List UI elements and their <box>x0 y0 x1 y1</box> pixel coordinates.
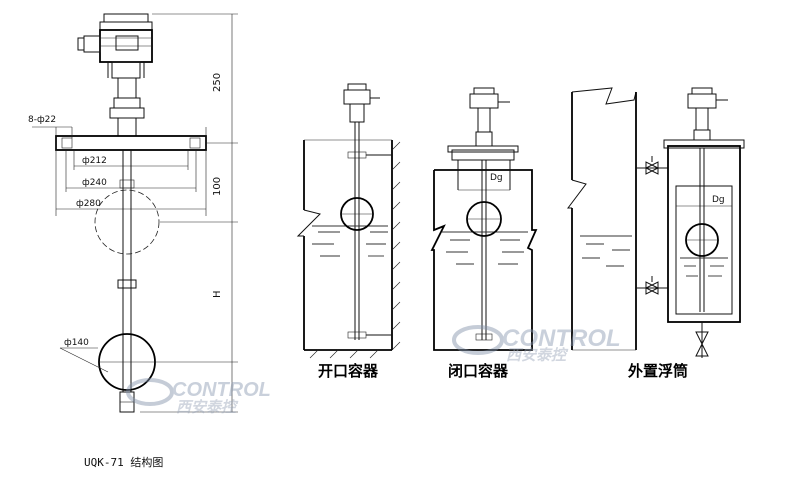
dim-flange-holes: 8-ф22 <box>28 115 56 125</box>
dim-h250: 250 <box>212 73 223 92</box>
external-cage-drawing: Dg 外置浮筒 <box>567 87 745 380</box>
open-vessel-drawing: 开口容器 <box>296 83 401 380</box>
height-dimension-line <box>140 13 238 413</box>
dg-label-closed: Dg <box>490 173 503 183</box>
dim-d240: ф240 <box>82 178 107 188</box>
dim-float-dia: ф140 <box>64 338 89 348</box>
watermark-sub-left: 西安泰控 <box>176 399 239 416</box>
dim-d280: ф280 <box>76 199 101 209</box>
watermark-sub-right: 西安泰控 <box>506 347 569 364</box>
watermark-logo-left: CONTROL 西安泰控 <box>126 378 271 416</box>
uqk71-structure-drawing: 8-ф22 ф212 ф240 ф280 ф140 250 100 H UQK-… <box>28 13 238 469</box>
dim-d212: ф212 <box>82 156 107 166</box>
neck-nut-lower <box>109 107 145 119</box>
dg-label-external: Dg <box>712 195 725 205</box>
neck-nut <box>113 97 141 109</box>
diameter-dimensions <box>32 126 207 216</box>
figure-caption: UQK-71 结构图 <box>84 455 163 469</box>
watermark-brand-left: CONTROL <box>172 379 271 401</box>
watermark-logo-right: CONTROL 西安泰控 <box>452 325 621 364</box>
dim-h100: 100 <box>212 177 223 196</box>
neck <box>117 77 137 99</box>
caption-open-vessel: 开口容器 <box>318 362 379 380</box>
watermark-brand-right: CONTROL <box>502 325 621 352</box>
closed-vessel-drawing: Dg 闭口容器 <box>430 87 538 380</box>
upper-float-dashed <box>94 189 160 255</box>
dim-hH: H <box>212 290 223 298</box>
caption-closed-vessel: 闭口容器 <box>448 362 509 380</box>
junction-box <box>77 13 153 79</box>
caption-external-cage: 外置浮筒 <box>627 362 688 380</box>
socket <box>117 117 137 137</box>
flange <box>55 135 207 151</box>
